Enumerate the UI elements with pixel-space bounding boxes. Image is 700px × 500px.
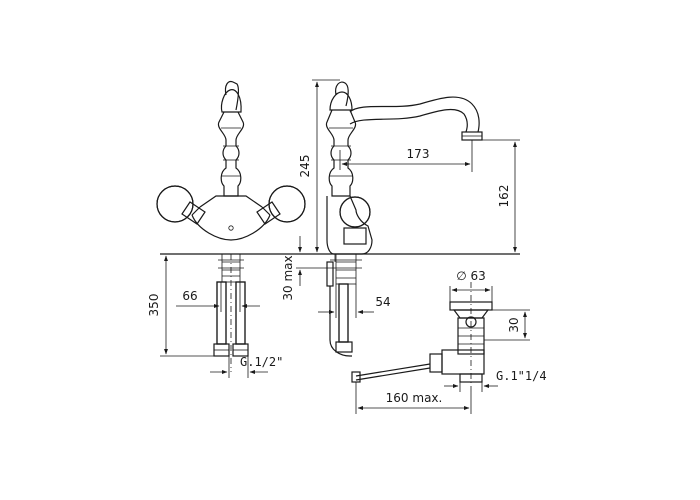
dimension-350: 350 [147,253,218,357]
dimension-173: 173 [339,140,473,172]
left-handle-knob [156,185,194,223]
dim-54-label: 54 [375,295,390,309]
right-handle-knob [268,185,306,223]
drain-assembly [429,282,493,392]
dimension-245: 245 [298,79,340,253]
dim-350-label: 350 [147,294,161,317]
dim-173-label: 173 [407,147,430,161]
dimension-30: 30 [484,309,530,341]
side-view [300,81,520,383]
dim-245-label: 245 [298,155,312,178]
dimension-g1-14: G.1"1/4 [444,369,547,392]
dim-d63-label: ∅ 63 [456,269,486,283]
dimension-162: 162 [482,139,520,253]
dimension-g12: G.1/2" [210,355,283,378]
dimension-d63: ∅ 63 [449,269,493,302]
dim-30-label: 30 [507,317,521,332]
dim-160max-label: 160 max. [386,391,443,405]
dim-30max-label: 30 max [281,255,295,300]
side-handle-knob [339,196,371,228]
dim-66-label: 66 [182,289,197,303]
dim-g12-label: G.1/2" [240,355,283,369]
front-view [156,80,306,372]
dimension-160max: 160 max. [355,382,472,414]
dimension-66: 66 [176,282,260,312]
dim-162-label: 162 [497,185,511,208]
dimension-30max: 30 max [281,236,330,301]
dimension-54: 54 [318,284,391,318]
dim-g1-14-label: G.1"1/4 [496,369,547,383]
